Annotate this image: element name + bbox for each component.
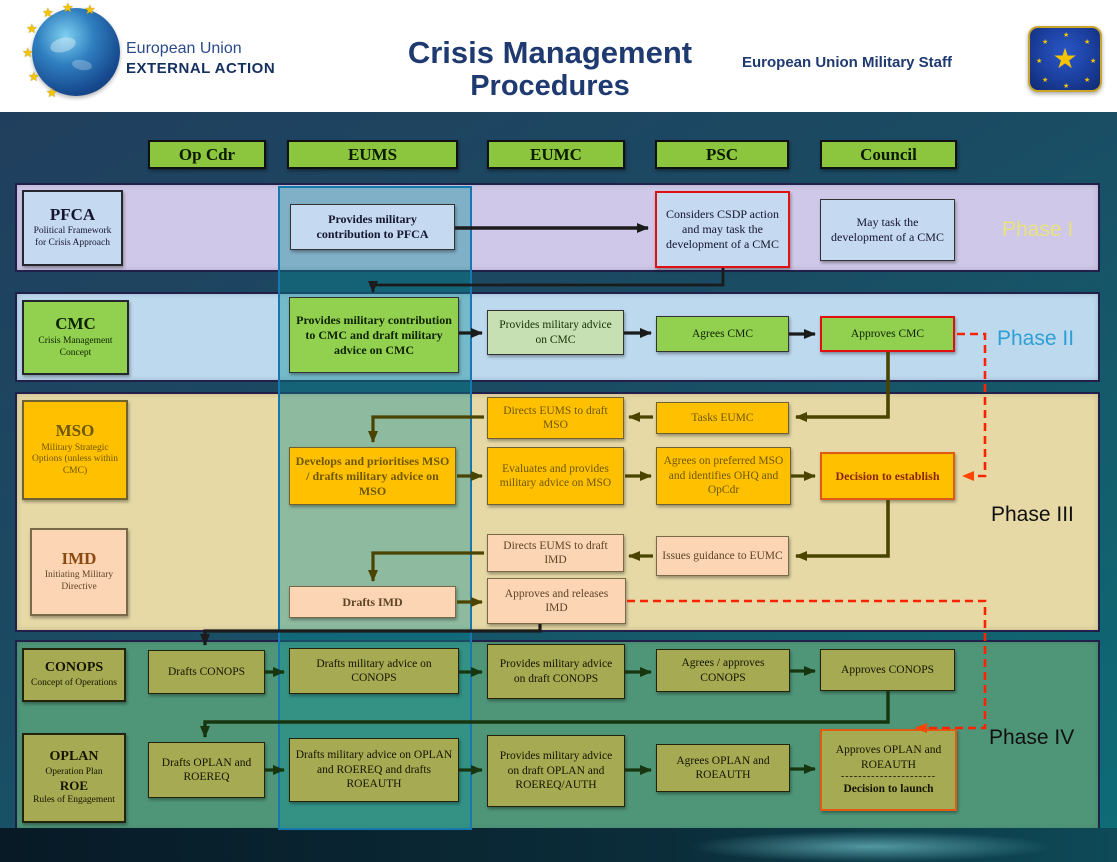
oplan-council-line1: Approves OPLAN and ROEAUTH [835,744,942,771]
conops-title: CONOPS [44,660,104,676]
roe-subtitle: Rules of Engagement [33,794,115,805]
roe-title: ROE [59,777,89,793]
eums-emblem: ★ ★ ★ ★ ★ ★ ★ ★ ★ [1028,26,1102,92]
phase2-label: Phase II [997,327,1075,350]
imd-title: IMD [61,548,97,568]
star-icon: ★ [62,1,74,16]
row-label-pfca: PFCA Political Framework for Crisis Appr… [22,190,123,266]
node-mso-eumc: Evaluates and provides military advice o… [487,447,624,505]
node-pfca-council: May task the development of a CMC [820,199,955,261]
page-title-line1: Crisis Management [407,35,693,70]
node-conops-psc: Agrees / approves CONOPS [656,649,790,692]
eeas-wordmark: European Union EXTERNAL ACTION [126,40,275,77]
cmc-subtitle: Crisis Management Concept [38,335,113,358]
node-imd-direct: Directs EUMS to draft IMD [487,534,624,572]
node-imd-guidance: Issues guidance to EUMC [656,536,789,576]
eums-label: European Union Military Staff [742,54,953,71]
node-mso-direct: Directs EUMS to draft MSO [487,397,624,439]
star-icon: ★ [42,6,54,21]
node-cmc-eums: Provides military contribution to CMC an… [289,297,459,373]
star-icon: ★ [1063,31,1070,39]
star-icon: ★ [1042,38,1049,46]
mso-subtitle: Military Strategic Options (unless withi… [31,442,119,477]
node-mso-task: Tasks EUMC [656,402,789,434]
node-oplan-eumc: Provides military advice on draft OPLAN … [487,735,625,807]
mso-title: MSO [55,420,95,440]
globe-highlight [48,34,78,56]
cmc-title: CMC [55,314,96,334]
oplan-council-divider: ---------------------- [840,771,937,783]
star-icon: ★ [1042,76,1049,84]
row-label-oplan: OPLAN Operation Plan ROE Rules of Engage… [22,733,126,823]
star-icon: ★ [1063,82,1070,90]
globe-highlight-2 [71,58,93,72]
star-icon: ★ [22,46,34,61]
node-cmc-psc: Agrees CMC [656,316,789,352]
bottom-glow-strip [0,828,1117,862]
star-icon: ★ [84,3,96,18]
node-mso-psc: Agrees on preferred MSO and identifies O… [656,447,791,505]
star-icon: ★ [1084,38,1091,46]
node-oplan-eums: Drafts military advice on OPLAN and ROER… [289,738,459,802]
pfca-title: PFCA [49,204,96,224]
phase3-label: Phase III [991,503,1074,526]
column-header-eumc: EUMC [487,140,625,169]
eeas-line2: EXTERNAL ACTION [126,60,276,77]
node-conops-opcdr: Drafts CONOPS [148,650,265,694]
phase4-label: Phase IV [989,726,1075,749]
pfca-subtitle: Political Framework for Crisis Approach [33,226,112,249]
star-icon: ★ [26,22,38,37]
header: ★ ★ ★ ★ ★ ★ ★ European Union EXTERNAL AC… [0,0,1117,112]
node-mso-council-decision: Decision to establish [820,452,955,500]
node-pfca-eums: Provides military contribution to PFCA [290,204,455,250]
eeas-line1: European Union [126,40,242,57]
star-icon: ★ [28,70,40,85]
column-header-council: Council [820,140,957,169]
node-oplan-psc: Agrees OPLAN and ROEAUTH [656,744,790,792]
eums-column-highlight [278,186,472,830]
row-label-conops: CONOPS Concept of Operations [22,648,126,702]
node-pfca-psc: Considers CSDP action and may task the d… [655,191,790,268]
row-label-mso: MSO Military Strategic Options (unless w… [22,400,128,500]
star-icon: ★ [1036,57,1043,65]
node-conops-eumc: Provides military advice on draft CONOPS [487,644,625,699]
node-conops-council: Approves CONOPS [820,649,955,691]
star-icon: ★ [1084,76,1091,84]
node-oplan-council: Approves OPLAN and ROEAUTH -------------… [820,729,957,811]
imd-subtitle: Initiating Military Directive [44,570,114,593]
page-title: Crisis Management Procedures [350,35,750,103]
column-header-eums: EUMS [287,140,458,169]
star-icon: ★ [46,86,58,101]
node-cmc-council: Approves CMC [820,316,955,352]
star-icon: ★ [1052,42,1078,75]
node-imd-eums: Drafts IMD [289,586,456,618]
star-icon: ★ [1090,57,1097,65]
row-label-cmc: CMC Crisis Management Concept [22,300,129,375]
column-header-opcdr: Op Cdr [148,140,266,169]
node-mso-eums: Develops and prioritises MSO / drafts mi… [289,447,456,505]
node-conops-eums: Drafts military advice on CONOPS [289,648,459,694]
oplan-title: OPLAN [49,749,99,765]
row-label-imd: IMD Initiating Military Directive [30,528,128,616]
node-imd-eumc: Approves and releases IMD [487,578,626,624]
phase1-label: Phase I [1002,218,1074,241]
column-header-psc: PSC [655,140,789,169]
node-cmc-eumc: Provides military advice on CMC [487,310,624,355]
page-title-line2: Procedures [470,70,630,103]
oplan-subtitle: Operation Plan [45,766,103,777]
node-oplan-opcdr: Drafts OPLAN and ROEREQ [148,742,265,798]
oplan-council-line2: Decision to launch [843,783,934,796]
eu-external-action-logo: ★ ★ ★ ★ ★ ★ ★ [22,1,120,101]
conops-subtitle: Concept of Operations [30,677,117,688]
